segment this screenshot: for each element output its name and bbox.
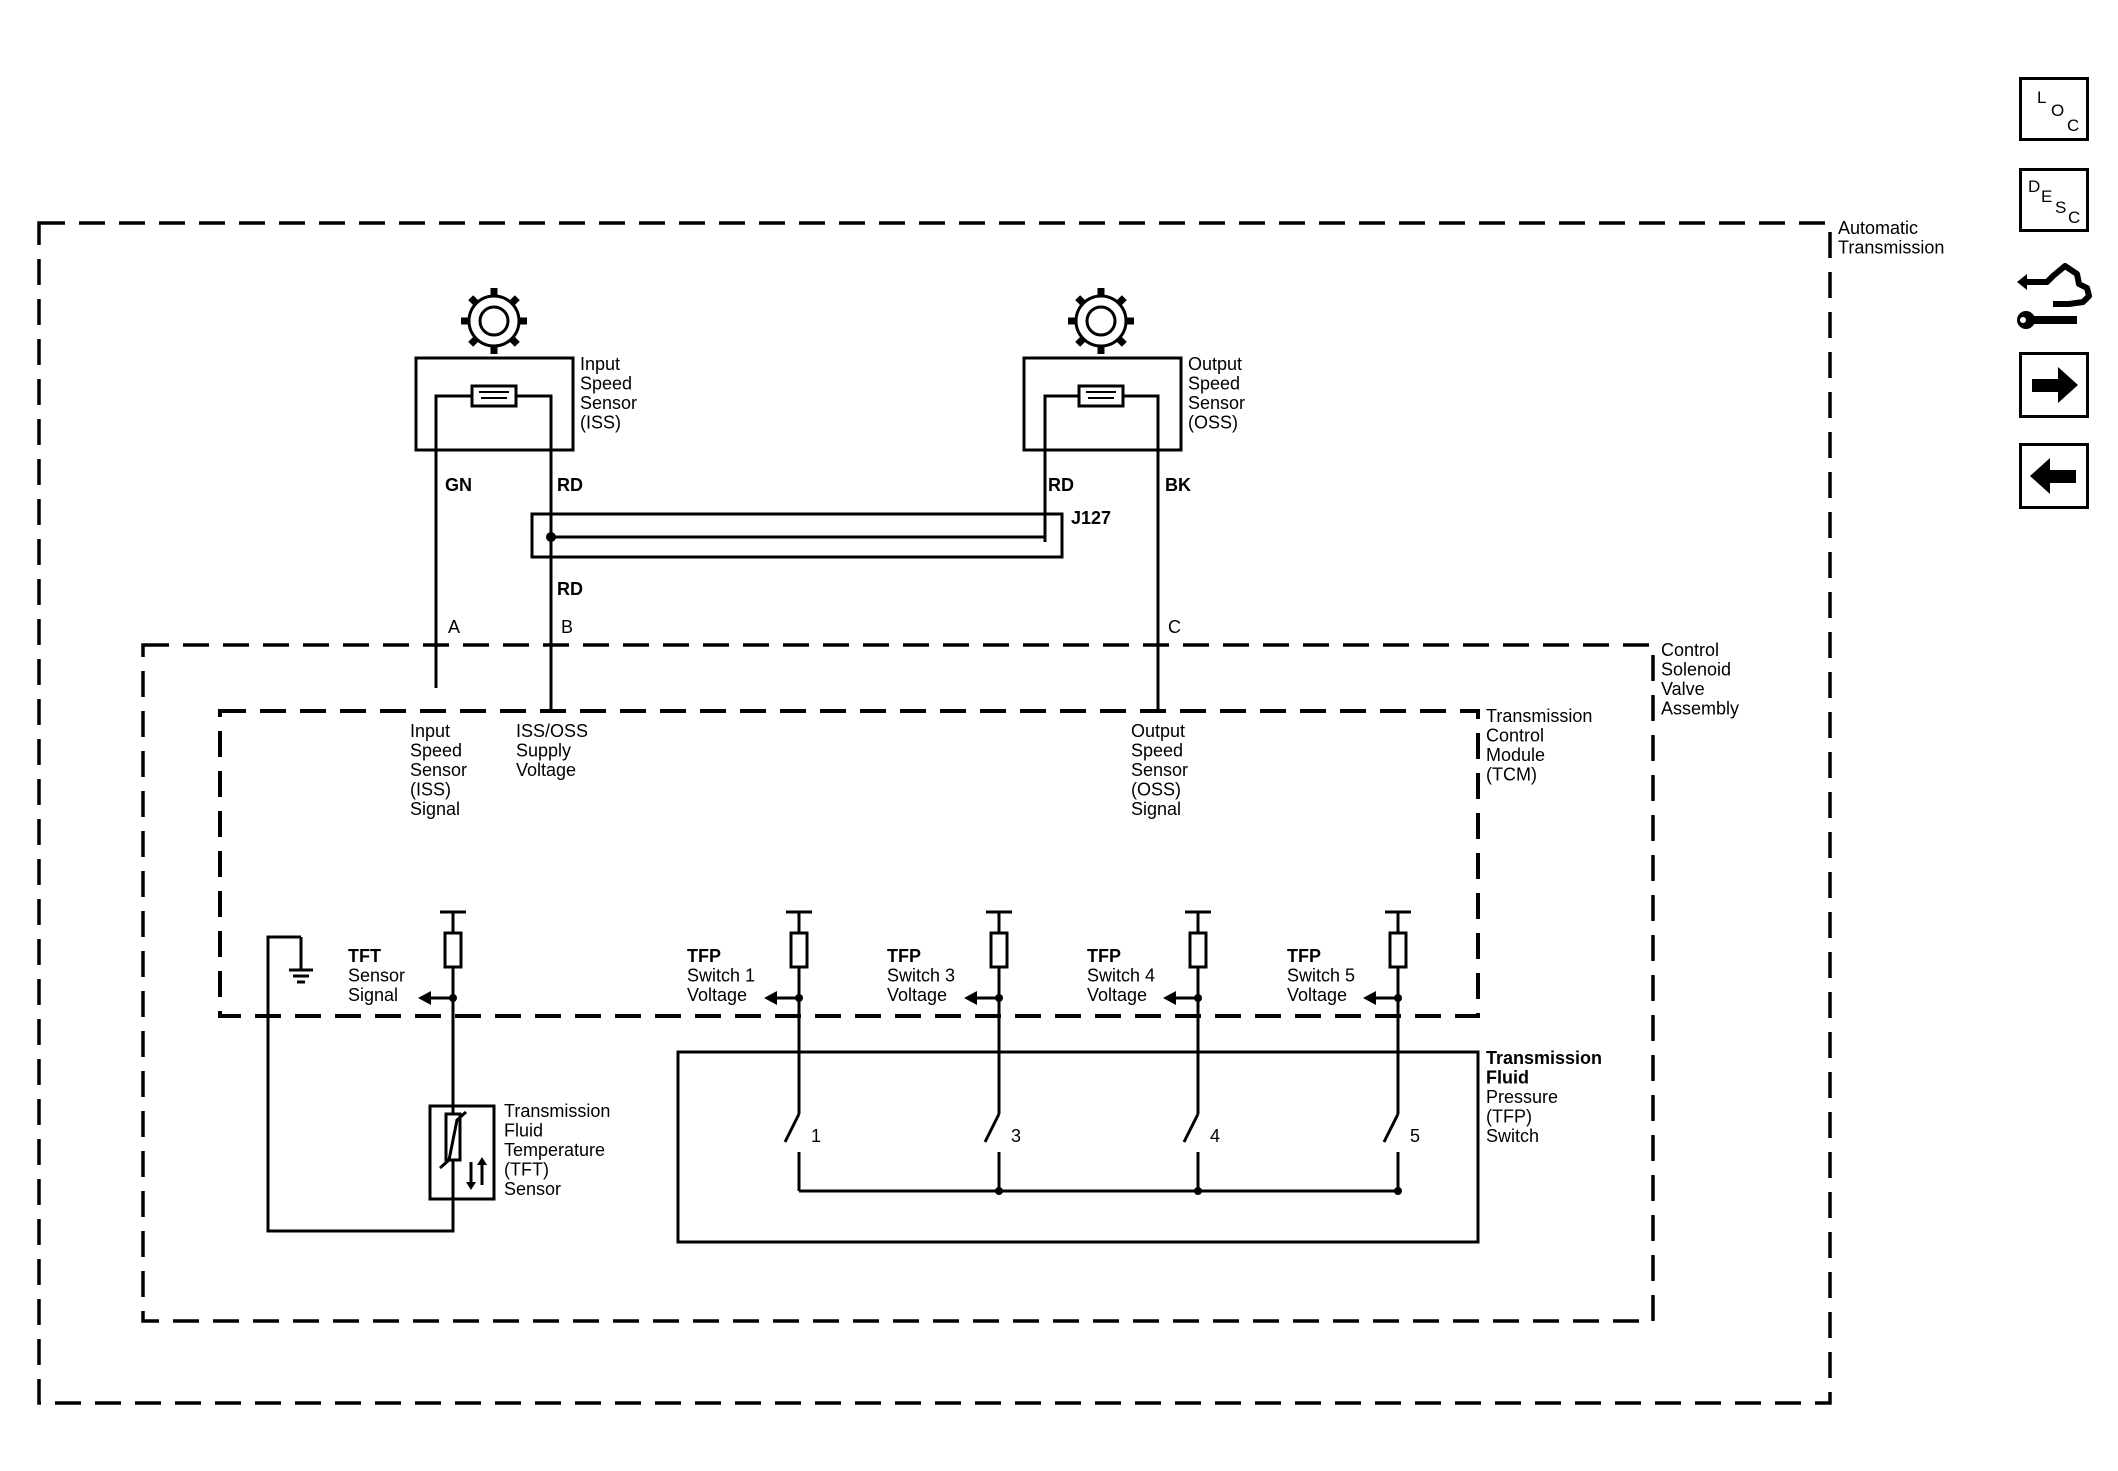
control-solenoid-valve-assembly-boundary <box>141 643 1655 1323</box>
pin-label-b: B <box>561 617 573 637</box>
tft-arrow-down <box>466 1182 476 1190</box>
desc-letter-s: S <box>2055 198 2067 217</box>
tfp-return-node <box>1394 1187 1402 1195</box>
oss-sensor-element <box>1043 384 1160 711</box>
splice-label-j127: J127 <box>1071 508 1111 528</box>
desc-letter-e: E <box>2041 187 2053 206</box>
splice-internal-wire <box>551 514 1047 539</box>
arrow-left-icon <box>2030 458 2076 494</box>
tft-arrow-up <box>477 1157 487 1165</box>
tfp-return-node <box>995 1187 1003 1195</box>
splice-j127-bar <box>530 512 1064 559</box>
tfp-signal-arrowhead <box>1363 991 1376 1005</box>
tfp-signal-arrowhead <box>964 991 977 1005</box>
oss-gear-icon <box>1068 288 1134 354</box>
desc-button[interactable]: D E S C <box>2019 168 2089 232</box>
wire-color-rd-oss: RD <box>1048 475 1074 495</box>
tcm-boundary <box>218 709 1480 1018</box>
tfp-circuit-3 <box>983 910 1012 1191</box>
wire-color-gn: GN <box>445 475 472 495</box>
tfp-voltage-circuits: 1 3 4 5 <box>764 910 1420 1195</box>
oss-sensor-box <box>1022 356 1183 452</box>
next-arrow-button[interactable] <box>2019 352 2089 418</box>
tfp-circuit-1 <box>783 910 812 1191</box>
tft-circuit <box>266 910 466 1233</box>
tfp-circuit-4 <box>1182 910 1211 1191</box>
tfp-return-node <box>1194 1187 1202 1195</box>
wire-color-rd-iss: RD <box>557 475 583 495</box>
service-wrench-icon[interactable] <box>2013 252 2095 332</box>
switch-number-5: 5 <box>1410 1126 1420 1146</box>
tft-signal-arrowhead <box>418 991 431 1005</box>
loc-letter-l: L <box>2037 88 2047 107</box>
arrow-right-icon <box>2032 367 2078 403</box>
tfp-signal-arrowhead <box>1163 991 1176 1005</box>
loc-letter-c: C <box>2067 116 2080 135</box>
pin-label-c: C <box>1168 617 1181 637</box>
switch-number-3: 3 <box>1011 1126 1021 1146</box>
switch-number-1: 1 <box>811 1126 821 1146</box>
tfp-signal-arrowhead <box>764 991 777 1005</box>
tfp-switch-box <box>676 1050 1480 1244</box>
iss-sensor-element <box>434 384 553 688</box>
desc-letter-c: C <box>2068 208 2081 227</box>
iss-sensor-box <box>414 356 575 452</box>
loc-letter-o: O <box>2051 101 2065 120</box>
loc-button[interactable]: L O C <box>2019 77 2089 141</box>
iss-gear-icon <box>461 288 527 354</box>
tft-thermistor-icon <box>428 1104 496 1201</box>
wire-color-rd-supply: RD <box>557 579 583 599</box>
pin-label-a: A <box>448 617 460 637</box>
desc-letter-d: D <box>2028 177 2041 196</box>
automatic-transmission-boundary <box>37 221 1832 1405</box>
wire-color-bk: BK <box>1165 475 1191 495</box>
switch-number-4: 4 <box>1210 1126 1220 1146</box>
tfp-circuit-5 <box>1382 910 1411 1191</box>
back-arrow-button[interactable] <box>2019 443 2089 509</box>
